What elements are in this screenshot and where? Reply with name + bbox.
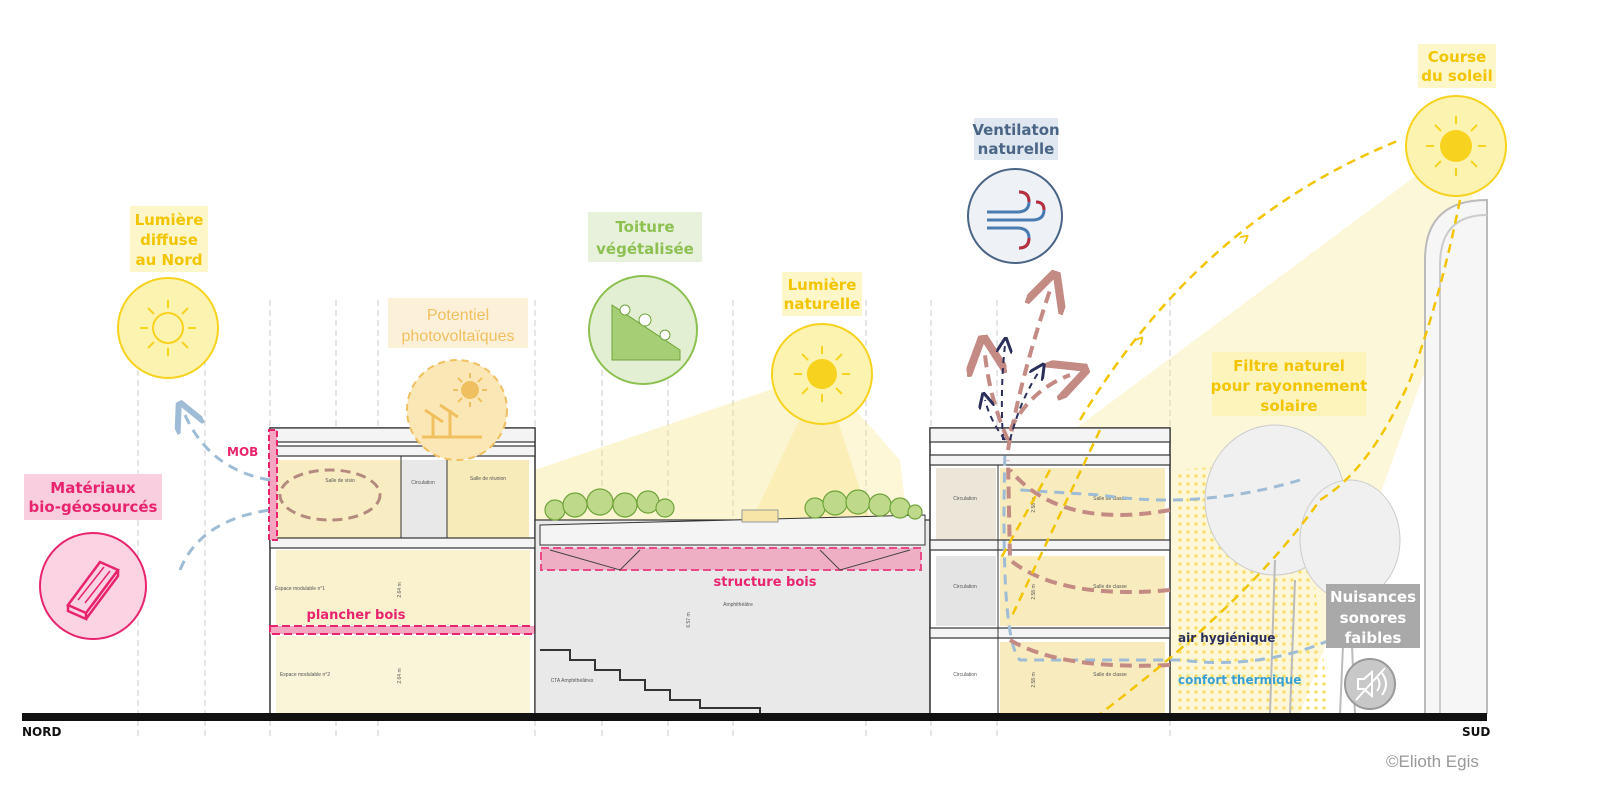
credit: ©Elioth Egis: [1386, 752, 1479, 771]
dimension-label: 2.58 m: [1031, 584, 1037, 599]
room-label: Circulation: [411, 480, 435, 486]
arched-wall: [1424, 198, 1488, 714]
mob-label: MOB: [227, 445, 258, 459]
mob-wall: [268, 429, 278, 541]
wood-floor-slab: [269, 625, 536, 635]
dimension-label: 6.57 m: [686, 612, 692, 627]
green-roof-icon: [588, 275, 698, 385]
room-label: Salle de classe: [1093, 584, 1127, 590]
room-label: Salle de classe: [1093, 672, 1127, 678]
trees: [1204, 424, 1401, 715]
airflow-arrows: [180, 290, 1331, 668]
room-label: CTA Amphithéâtres: [551, 678, 594, 684]
dimension-label: 2.58 m: [1031, 672, 1037, 687]
solar-panel-icon: [406, 359, 508, 461]
south-label: SUD: [1462, 725, 1490, 739]
north-label: NORD: [22, 725, 61, 739]
room-label: Salle de visio: [325, 478, 355, 484]
room-label: Circulation: [953, 496, 977, 502]
mute-speaker-icon: [1344, 658, 1396, 710]
sun-icon: [1405, 95, 1507, 197]
wind-icon: [967, 168, 1063, 264]
thermal-comfort-label: confort thermique: [1178, 673, 1301, 687]
wood-structure-label: structure bois: [714, 575, 817, 590]
room-label: Espace modulable n°1: [275, 586, 325, 592]
room-label: Salle de classe: [1093, 496, 1127, 502]
room-label: Amphithéâtre: [723, 602, 753, 608]
sun-rays-path: [1099, 199, 1462, 715]
room-label: Espace modulable n°2: [280, 672, 330, 678]
left-building: Salle de visio Circulation Salle de réun…: [268, 427, 536, 715]
ground-line: [22, 713, 1487, 721]
sun-path-arc: [1078, 138, 1401, 421]
room-label: Circulation: [953, 584, 977, 590]
hygienic-air-label: air hygiénique: [1178, 631, 1275, 645]
dimension-label: 2.64 m: [397, 668, 403, 683]
dimension-label: 2.58 m: [1031, 497, 1037, 512]
roof-vegetation: [544, 488, 923, 521]
timber-plank-icon: [39, 532, 147, 640]
sun-icon: [771, 323, 873, 425]
room-label: Salle de réunion: [470, 476, 506, 482]
wood-floor-label: plancher bois: [307, 608, 406, 623]
wood-truss: [540, 547, 922, 571]
sun-outline-icon: [117, 277, 219, 379]
room-label: Circulation: [953, 672, 977, 678]
dimension-label: 2.64 m: [397, 582, 403, 597]
amphitheatre: Amphithéâtre CTA Amphithéâtres 6.57 m: [534, 488, 931, 715]
